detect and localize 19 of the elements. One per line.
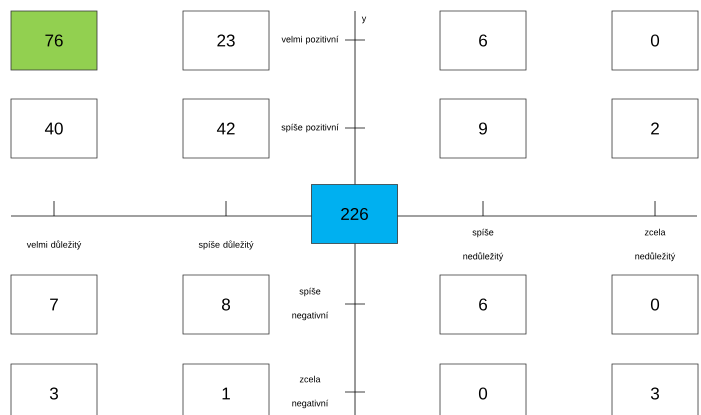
value-box: 23	[182, 10, 270, 70]
value-box: 6	[440, 10, 526, 70]
value-box: 0	[612, 274, 698, 334]
axis-label: y	[362, 16, 366, 24]
axis-tick-label: spíše negativní	[292, 288, 328, 320]
value-box: 76	[10, 10, 98, 70]
value-box: 3	[10, 364, 98, 415]
value-box: 9	[440, 98, 526, 158]
center-box: 226	[311, 184, 398, 244]
value-box: 1	[182, 364, 270, 415]
value-box: 42	[182, 98, 270, 158]
value-box: 0	[440, 364, 526, 415]
value-box: 3	[612, 364, 698, 415]
value-box: 6	[440, 274, 526, 334]
value-box: 2	[612, 98, 698, 158]
value-box: 0	[612, 10, 698, 70]
value-box: 40	[10, 98, 98, 158]
value-box: 8	[182, 274, 270, 334]
value-box: 7	[10, 274, 98, 334]
